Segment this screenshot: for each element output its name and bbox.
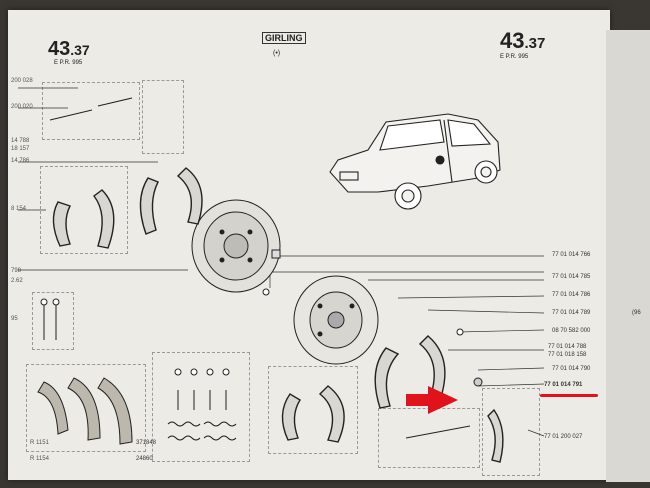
brake-linings xyxy=(37,377,133,445)
margin-number: R 1151 xyxy=(30,440,49,446)
margin-number: 95 xyxy=(11,316,18,322)
parts-box xyxy=(142,80,184,154)
parts-box xyxy=(152,352,250,462)
margin-number: 200 020 xyxy=(11,104,33,110)
part-number: 77 01 014 785 xyxy=(552,274,591,280)
left-page-number: 43.37 xyxy=(48,38,90,60)
car-illustration xyxy=(329,113,501,210)
brand-label: GIRLING xyxy=(262,32,306,44)
right-edge-note: (96 xyxy=(632,310,641,316)
margin-number: 2.62 xyxy=(11,278,23,284)
backing-plate xyxy=(293,275,379,365)
catalog-page: 43.37 E P.R. 995 43.37 E P.R. 995 GIRLIN… xyxy=(8,10,610,480)
margin-number: 18 157 xyxy=(11,146,30,152)
part-number-highlighted: 77 01 014 791 xyxy=(544,382,583,388)
parts-box xyxy=(482,388,540,476)
part-number: 77 01 200 027 xyxy=(544,434,583,440)
part-number: 08 70 582 000 xyxy=(552,328,591,334)
parts-box xyxy=(268,366,358,454)
part-number: 77 01 014 788 xyxy=(548,344,587,350)
highlight-underline xyxy=(540,394,598,397)
part-number: 77 01 014 786 xyxy=(552,292,591,298)
margin-number: 200 028 xyxy=(11,78,33,84)
brake-drum xyxy=(191,199,281,293)
right-page-meta: E P.R. 995 xyxy=(500,54,529,60)
margin-number: 14 786 xyxy=(11,158,30,164)
exploded-diagram xyxy=(18,87,545,463)
red-arrow-icon xyxy=(406,386,458,414)
margin-number: 798 xyxy=(11,268,22,274)
brand-sub: (•) xyxy=(273,50,281,57)
bottom-ref: 371848 xyxy=(136,440,157,446)
margin-number: R 1154 xyxy=(30,456,49,462)
brake-shoes xyxy=(52,167,504,463)
parts-box xyxy=(32,292,74,350)
parts-box xyxy=(26,364,146,452)
part-number: 77 01 014 766 xyxy=(552,252,591,258)
margin-number: 14 788 xyxy=(11,138,30,144)
next-page-edge: (96 xyxy=(606,30,650,482)
bottom-ref: 24860 xyxy=(136,456,153,462)
margin-number: 8 154 xyxy=(11,206,27,212)
springs-and-pins xyxy=(40,97,483,441)
parts-box xyxy=(42,82,140,140)
part-number: 77 01 018 158 xyxy=(548,352,587,358)
right-page-number: 43.37 xyxy=(500,28,546,53)
part-number: 77 01 014 790 xyxy=(552,366,591,372)
part-number: 77 01 014 789 xyxy=(552,310,591,316)
left-page-meta: E P.R. 995 xyxy=(54,60,83,66)
